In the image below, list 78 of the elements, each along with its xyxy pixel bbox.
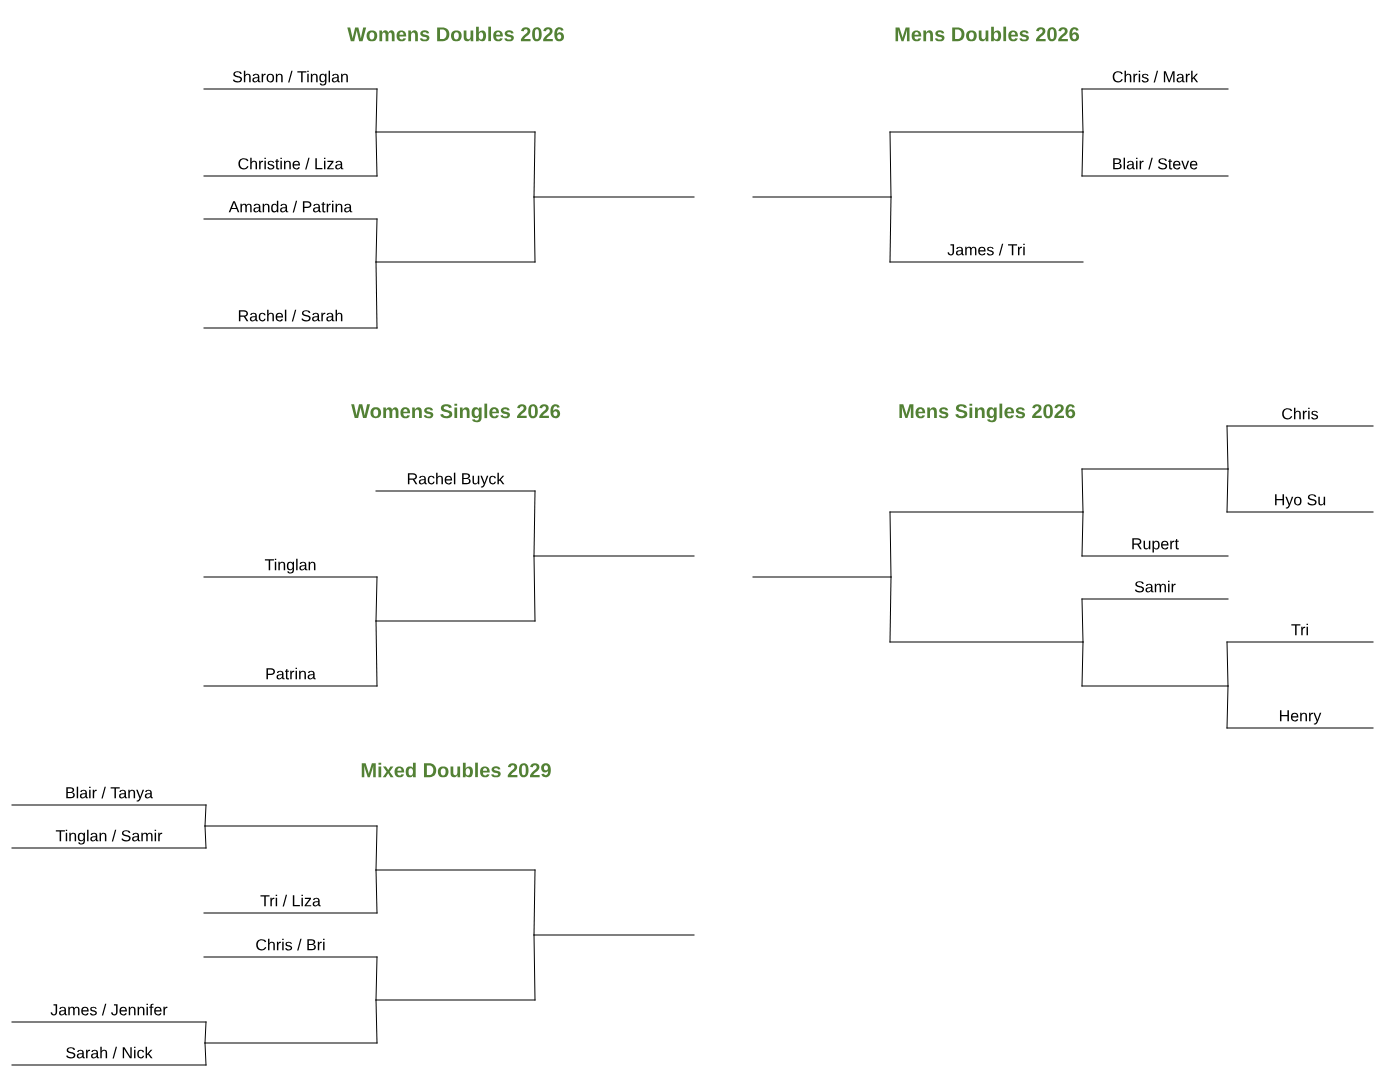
bracket-line bbox=[375, 131, 536, 133]
bracket-connector bbox=[375, 999, 378, 1044]
bracket-slot: Tinglan / Samir bbox=[11, 829, 207, 849]
bracket-connector bbox=[533, 555, 536, 622]
bracket-connector bbox=[889, 576, 892, 643]
bracket-connector bbox=[375, 956, 378, 1001]
bracket-slot: Amanda / Patrina bbox=[203, 200, 378, 220]
bracket-slot: Tri / Liza bbox=[203, 894, 378, 914]
bracket-line bbox=[889, 131, 1084, 133]
bracket-connector bbox=[889, 131, 892, 198]
bracket-slot: Chris / Mark bbox=[1081, 70, 1229, 90]
bracket-line bbox=[1081, 468, 1229, 470]
bracket-title: Mixed Doubles 2029 bbox=[361, 762, 551, 778]
bracket-connector bbox=[204, 1021, 207, 1044]
bracket-slot: Sharon / Tinglan bbox=[203, 70, 378, 90]
bracket-connector bbox=[1081, 131, 1084, 177]
bracket-slot: Blair / Tanya bbox=[11, 786, 207, 806]
bracket-connector bbox=[375, 825, 378, 871]
bracket-slot: Christine / Liza bbox=[203, 157, 378, 177]
bracket-connector bbox=[533, 869, 536, 936]
bracket-slot: Rachel Buyck bbox=[375, 472, 536, 492]
bracket-title: Womens Singles 2026 bbox=[351, 403, 561, 423]
bracket-slot: James / Tri bbox=[889, 243, 1084, 263]
bracket-connector bbox=[375, 869, 378, 914]
bracket-connector bbox=[1226, 685, 1229, 729]
bracket-title: Mens Singles 2026 bbox=[899, 403, 1076, 423]
bracket-slot: Tinglan bbox=[203, 558, 378, 578]
bracket-connector bbox=[1081, 511, 1084, 557]
bracket-slot: Sarah / Nick bbox=[11, 1046, 207, 1066]
bracket-connector bbox=[204, 804, 207, 827]
bracket-slot: Chris bbox=[1226, 407, 1374, 427]
bracket-connector bbox=[889, 511, 892, 578]
bracket-connector bbox=[1226, 425, 1229, 470]
bracket-line bbox=[204, 825, 378, 827]
bracket-line bbox=[375, 261, 536, 263]
bracket-connector bbox=[533, 934, 536, 1001]
bracket-connector bbox=[533, 131, 536, 198]
bracket-line bbox=[533, 196, 695, 198]
bracket-slot: Patrina bbox=[203, 667, 378, 687]
bracket-title: Womens Doubles 2026 bbox=[347, 26, 564, 42]
bracket-slot: Samir bbox=[1081, 580, 1229, 600]
bracket-connector bbox=[1081, 88, 1084, 133]
bracket-line bbox=[1081, 685, 1229, 687]
bracket-connector bbox=[1081, 598, 1084, 643]
bracket-title: Mens Doubles 2026 bbox=[895, 26, 1080, 42]
bracket-connector bbox=[375, 620, 378, 687]
bracket-connector bbox=[375, 261, 378, 329]
bracket-line bbox=[375, 869, 536, 871]
bracket-slot: Henry bbox=[1226, 710, 1374, 729]
bracket-connector bbox=[375, 218, 378, 263]
bracket-connector bbox=[204, 1042, 207, 1066]
bracket-line bbox=[889, 511, 1084, 513]
bracket-connector bbox=[1226, 468, 1229, 513]
bracket-line bbox=[533, 555, 695, 557]
bracket-line bbox=[752, 196, 892, 198]
bracket-line bbox=[889, 641, 1084, 643]
bracket-line bbox=[204, 1042, 378, 1044]
bracket-connector bbox=[1081, 468, 1084, 513]
bracket-connector bbox=[1226, 641, 1229, 687]
bracket-slot: Hyo Su bbox=[1226, 494, 1374, 513]
bracket-connector bbox=[533, 196, 536, 263]
bracket-slot: Tri bbox=[1226, 623, 1374, 643]
bracket-slot: Blair / Steve bbox=[1081, 157, 1229, 177]
bracket-connector bbox=[375, 131, 378, 177]
bracket-slot: James / Jennifer bbox=[11, 1003, 207, 1023]
bracket-connector bbox=[375, 576, 378, 622]
bracket-line bbox=[533, 934, 695, 936]
bracket-connector bbox=[375, 88, 378, 133]
bracket-line bbox=[375, 620, 536, 622]
bracket-slot: Rupert bbox=[1081, 538, 1229, 557]
bracket-slot: Chris / Bri bbox=[203, 938, 378, 958]
bracket-slot: Rachel / Sarah bbox=[203, 309, 378, 329]
bracket-line bbox=[375, 999, 536, 1001]
bracket-line bbox=[752, 576, 892, 578]
bracket-connector bbox=[889, 196, 892, 263]
bracket-connector bbox=[204, 825, 207, 849]
bracket-connector bbox=[1081, 641, 1084, 687]
bracket-connector bbox=[533, 490, 536, 557]
